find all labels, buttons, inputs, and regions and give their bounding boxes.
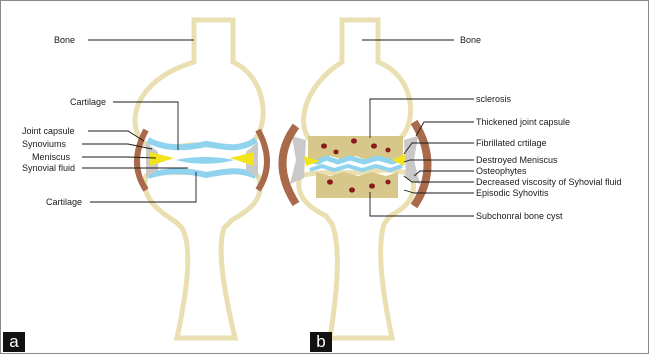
label-bone-b: Bone [460, 35, 481, 45]
label-joint-capsule-a: Joint capsule [22, 126, 75, 136]
label-synovial-fluid-a: Synovial fluid [22, 163, 75, 173]
panel-a-illustration [135, 20, 267, 338]
label-decreased-viscosity-b: Decreased viscosity of Syhovial fluid [476, 177, 622, 187]
label-bone-a: Bone [54, 35, 75, 45]
label-synoviums-a: Synoviums [22, 139, 67, 149]
panel-tag-a: a [3, 332, 25, 352]
panel-tag-b: b [310, 332, 332, 352]
label-thickened-capsule-b: Thickened joint capsule [476, 117, 570, 127]
label-fibrillated-b: Fibrillated crtilage [476, 138, 547, 148]
femur-b [304, 20, 411, 147]
label-episodic-b: Episodic Syhovitis [476, 188, 549, 198]
label-destroyed-meniscus-b: Destroyed Meniscus [476, 155, 558, 165]
fibrillated-cartilage-lower-b [310, 166, 402, 170]
femur-a [135, 20, 263, 149]
label-cartilage-top-a: Cartilage [70, 97, 106, 107]
label-sclerosis-b: sclerosis [476, 94, 512, 104]
panel-b-illustration [283, 20, 428, 338]
osteophyte-left-b [290, 136, 306, 184]
label-meniscus-a: Meniscus [32, 152, 71, 162]
tibia-a [145, 170, 260, 338]
label-osteophytes-b: Osteophytes [476, 166, 527, 176]
label-subchondral-b: Subchonral bone cyst [476, 211, 563, 221]
label-cartilage-bottom-a: Cartilage [46, 197, 82, 207]
